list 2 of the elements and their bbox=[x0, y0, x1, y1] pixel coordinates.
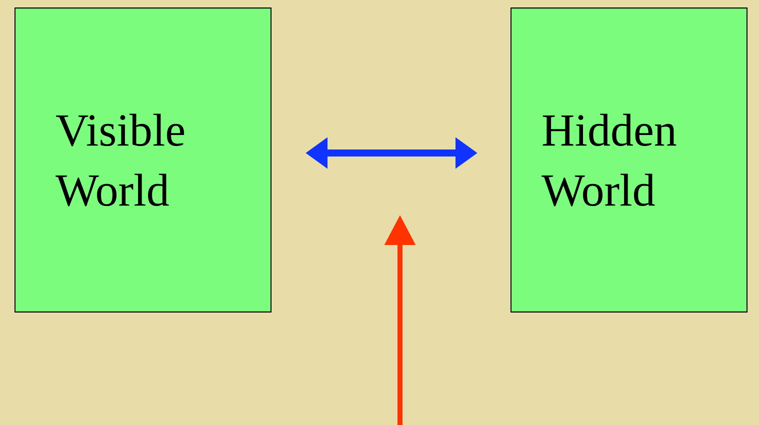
text-box: Hidden World bbox=[510, 8, 748, 312]
text-box: Visible World bbox=[14, 8, 272, 312]
